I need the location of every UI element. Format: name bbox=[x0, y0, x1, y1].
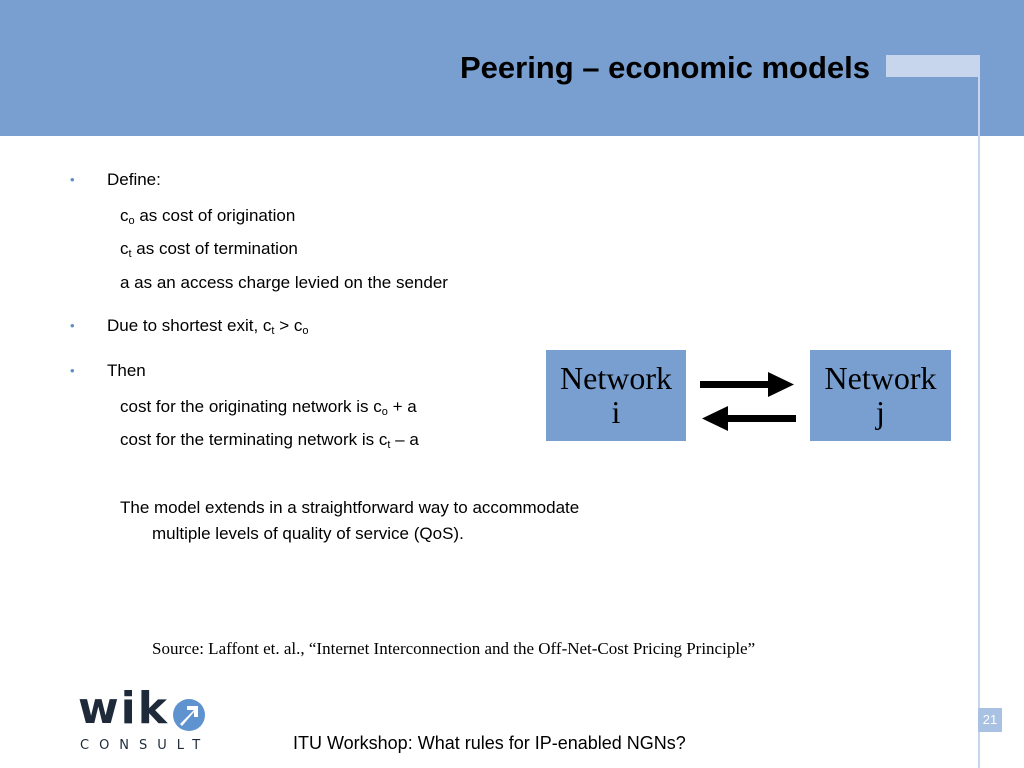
ct-definition: ct as cost of termination bbox=[120, 239, 298, 260]
orig-subscript: o bbox=[381, 406, 388, 418]
bullet-marker: • bbox=[70, 172, 75, 187]
terminating-cost: cost for the terminating network is ct –… bbox=[120, 430, 419, 451]
network-i-label: Network bbox=[560, 360, 672, 396]
shortest-mid: > c bbox=[274, 316, 303, 335]
bullet-marker: • bbox=[70, 318, 75, 333]
shortest-prefix: Due to shortest exit, c bbox=[107, 316, 272, 335]
define-label: Define: bbox=[107, 170, 161, 189]
shortest-exit-statement: Due to shortest exit, ct > co bbox=[107, 316, 309, 337]
network-i-box: Network i bbox=[546, 350, 686, 441]
logo-consult-text: CONSULT bbox=[80, 738, 211, 753]
ct-subscript: t bbox=[128, 248, 132, 260]
access-charge-definition: a as an access charge levied on the send… bbox=[120, 273, 448, 292]
logo-wordmark: wik bbox=[78, 683, 169, 734]
shortest-sub-o: o bbox=[302, 325, 309, 337]
right-vertical-rule bbox=[978, 55, 980, 768]
model-extension-line1: The model extends in a straightforward w… bbox=[120, 498, 580, 517]
ct-text: as cost of termination bbox=[131, 239, 298, 258]
logo-arrow-circle-icon bbox=[173, 699, 205, 731]
term-suffix: – a bbox=[390, 430, 419, 449]
orig-suffix: + a bbox=[387, 397, 417, 416]
co-definition: co as cost of origination bbox=[120, 206, 296, 227]
term-subscript: t bbox=[387, 439, 391, 451]
network-j-id: j bbox=[876, 394, 885, 430]
then-label: Then bbox=[107, 361, 146, 380]
header-band bbox=[0, 0, 1024, 136]
orig-prefix: cost for the originating network is c bbox=[120, 397, 382, 416]
co-subscript: o bbox=[128, 215, 135, 227]
page-number-badge: 21 bbox=[978, 708, 1002, 732]
source-citation: Source: Laffont et. al., “Internet Inter… bbox=[152, 639, 756, 658]
peering-arrows bbox=[700, 372, 796, 431]
shortest-sub-t: t bbox=[271, 325, 275, 337]
network-i-id: i bbox=[611, 394, 621, 430]
co-text: as cost of origination bbox=[134, 206, 296, 225]
arrow-left-icon bbox=[702, 406, 796, 431]
arrow-right-icon bbox=[700, 372, 794, 397]
model-extension-line2: multiple levels of quality of service (Q… bbox=[152, 524, 464, 543]
wik-consult-logo: wik CONSULT bbox=[78, 684, 218, 758]
term-prefix: cost for the terminating network is c bbox=[120, 430, 388, 449]
footer-workshop-title: ITU Workshop: What rules for IP-enabled … bbox=[293, 733, 686, 753]
bullet-marker: • bbox=[70, 363, 75, 378]
slide-title: Peering – economic models bbox=[459, 50, 870, 85]
originating-cost: cost for the originating network is co +… bbox=[120, 397, 417, 418]
header-tab-decoration bbox=[886, 55, 978, 77]
network-j-box: Network j bbox=[810, 350, 951, 441]
network-j-label: Network bbox=[824, 360, 937, 396]
